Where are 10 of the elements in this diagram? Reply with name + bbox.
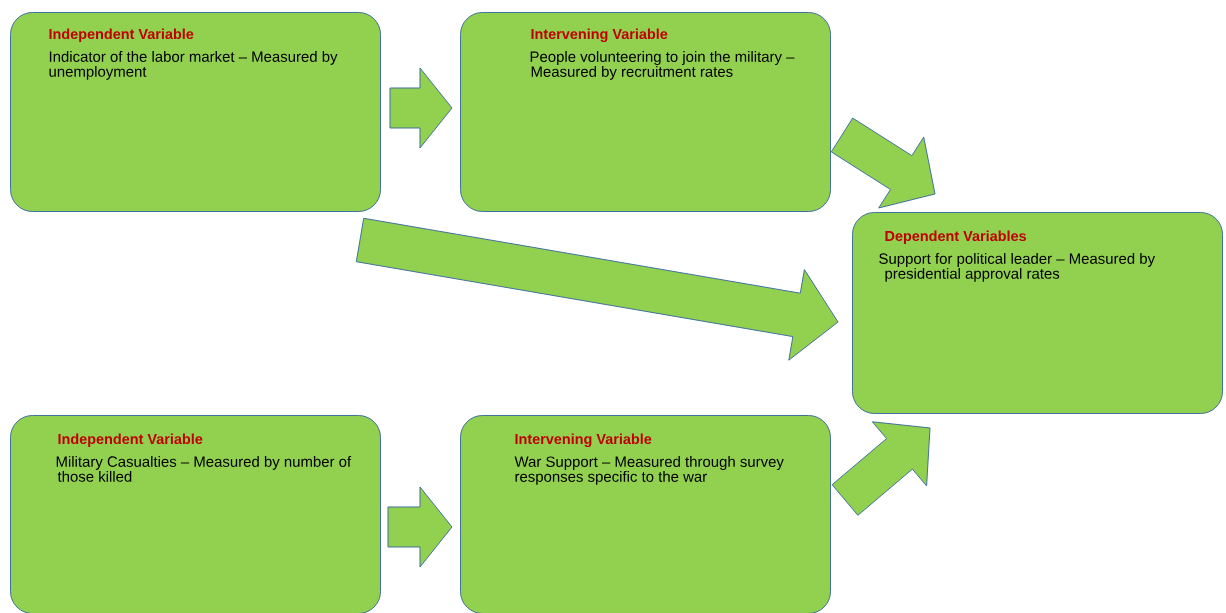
variable-box: Independent Variable Indicator of the labor market – Measured by unemployment xyxy=(10,12,381,212)
variable-box: Intervening Variable People volunteering to join the military – Measured by recruitment rates xyxy=(460,12,831,212)
block-arrow xyxy=(355,217,839,361)
block-arrow xyxy=(831,421,931,516)
block-arrow xyxy=(387,486,453,568)
variable-box: Intervening Variable War Support – Measured through survey responses specific to the war xyxy=(460,415,831,613)
variable-box: Independent Variable Military Casualties – Measured by number of those killed xyxy=(10,415,381,613)
block-arrow xyxy=(830,117,936,209)
block-arrow xyxy=(389,67,453,149)
variable-box: Dependent Variables Support for political leader – Measured by presidential approval rates xyxy=(852,212,1223,414)
